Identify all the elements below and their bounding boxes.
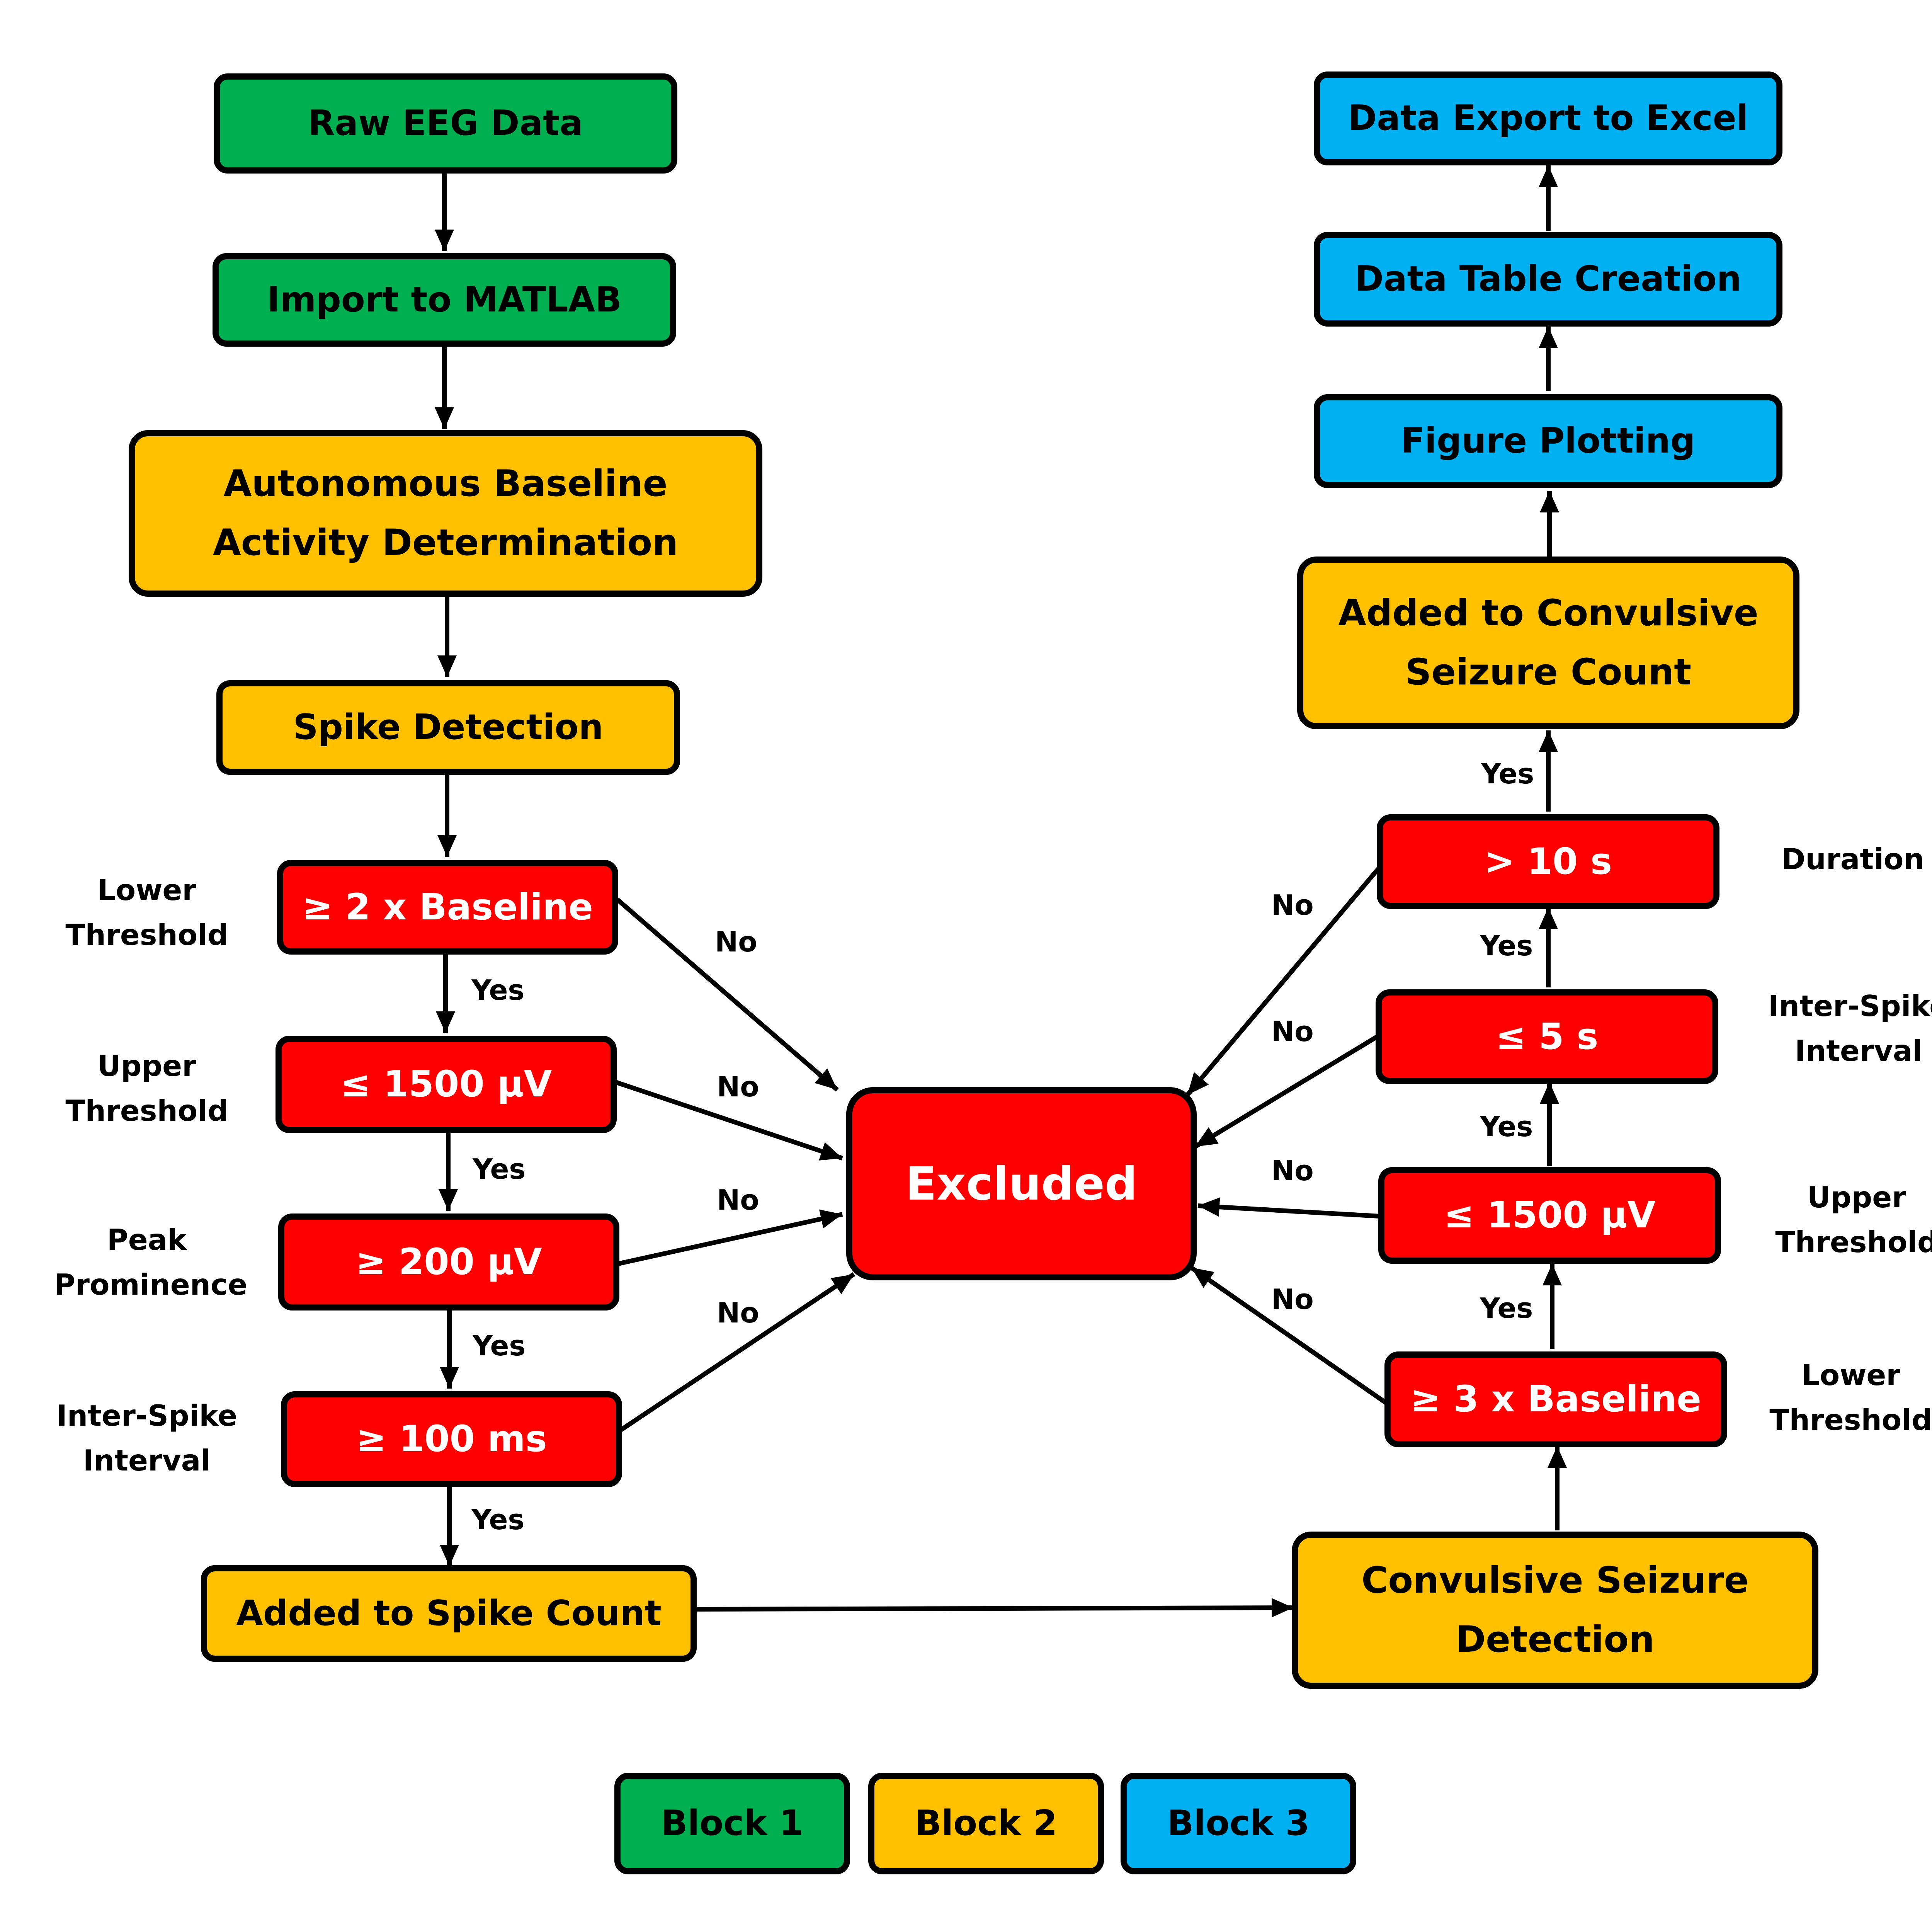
criterion-label-left-isi: Inter-Spike Interval — [56, 1399, 238, 1478]
yes-label: Yes — [473, 1153, 526, 1185]
isi-left-value: ≥ 100 ms — [356, 1418, 547, 1460]
peak-prominence-box: ≥ 200 µV — [278, 1213, 619, 1311]
arrow-no-upper-left — [615, 1080, 843, 1161]
arrow-no-peak — [617, 1209, 843, 1266]
no-label: No — [1271, 1015, 1314, 1048]
legend-block-1-label: Block 1 — [661, 1803, 804, 1844]
spike-detection-box: Spike Detection — [216, 680, 680, 775]
data-export-box: Data Export to Excel — [1314, 71, 1782, 165]
data-table-label: Data Table Creation — [1355, 259, 1742, 300]
isi-right-value: ≤ 5 s — [1495, 1015, 1599, 1058]
import-matlab-box: Import to MATLAB — [213, 253, 676, 347]
criterion-label-left-upper: Upper Threshold — [65, 1049, 228, 1128]
arrow-no-isi-left — [619, 1272, 855, 1432]
figure-plotting-label: Figure Plotting — [1401, 420, 1696, 461]
yes-label: Yes — [1480, 929, 1533, 962]
arrow-count-to-convulsive — [695, 1598, 1294, 1618]
criterion-label-right-upper: Upper Threshold — [1775, 1180, 1932, 1259]
upper-threshold-right-box: ≤ 1500 µV — [1378, 1167, 1721, 1264]
lower-threshold-left-value: ≥ 2 x Baseline — [302, 886, 593, 928]
arrow-no-lower-left — [616, 897, 839, 1092]
criterion-label-right-lower: Lower Threshold — [1769, 1358, 1932, 1437]
lower-threshold-right-value: ≥ 3 x Baseline — [1410, 1378, 1701, 1421]
seizure-count-label: Added to Convulsive Seizure Count — [1338, 592, 1759, 693]
yes-label: Yes — [473, 1329, 526, 1362]
criterion-label-right-duration: Duration — [1781, 842, 1924, 876]
baseline-determination-box: Autonomous Baseline Activity Determinati… — [129, 430, 762, 597]
raw-eeg-data-box: Raw EEG Data — [214, 73, 677, 174]
convulsive-detection-label: Convulsive Seizure Detection — [1361, 1559, 1749, 1661]
yes-label: Yes — [471, 974, 525, 1006]
legend-block-3-label: Block 3 — [1167, 1803, 1310, 1844]
upper-threshold-left-value: ≤ 1500 µV — [340, 1063, 552, 1106]
data-export-label: Data Export to Excel — [1348, 98, 1748, 139]
upper-threshold-left-box: ≤ 1500 µV — [276, 1036, 617, 1133]
arrow-no-isi-right — [1194, 1035, 1378, 1149]
raw-eeg-data-label: Raw EEG Data — [308, 103, 583, 144]
no-label: No — [717, 1184, 759, 1216]
isi-right-box: ≤ 5 s — [1376, 989, 1718, 1084]
spike-detection-label: Spike Detection — [293, 707, 604, 748]
legend-block-2-label: Block 2 — [915, 1803, 1058, 1844]
arrow-no-upper-right — [1197, 1197, 1380, 1219]
figure-plotting-box: Figure Plotting — [1314, 394, 1782, 488]
legend-block-3: Block 3 — [1121, 1773, 1356, 1874]
data-table-box: Data Table Creation — [1314, 232, 1782, 327]
no-label: No — [1271, 1283, 1314, 1316]
yes-label: Yes — [1481, 757, 1534, 790]
import-matlab-label: Import to MATLAB — [267, 279, 622, 320]
yes-label: Yes — [1480, 1110, 1533, 1143]
excluded-box: Excluded — [846, 1087, 1197, 1280]
baseline-determination-label: Autonomous Baseline Activity Determinati… — [213, 463, 679, 564]
legend-block-2: Block 2 — [868, 1773, 1104, 1874]
criterion-label-left-peak: Peak Prominence — [54, 1223, 248, 1302]
upper-threshold-right-value: ≤ 1500 µV — [1444, 1194, 1656, 1237]
arrow-no-duration — [1185, 867, 1380, 1096]
no-label: No — [715, 926, 757, 958]
criterion-label-left-lower: Lower Threshold — [65, 873, 228, 952]
excluded-label: Excluded — [905, 1157, 1138, 1210]
no-label: No — [1271, 1154, 1314, 1187]
criterion-label-right-isi: Inter-Spike Interval — [1768, 989, 1932, 1068]
convulsive-detection-box: Convulsive Seizure Detection — [1292, 1532, 1818, 1689]
arrow-no-lower-right — [1190, 1266, 1388, 1405]
duration-box: > 10 s — [1377, 814, 1719, 909]
legend-block-1: Block 1 — [614, 1773, 850, 1874]
no-label: No — [717, 1071, 759, 1103]
lower-threshold-left-box: ≥ 2 x Baseline — [277, 860, 618, 955]
yes-label: Yes — [1480, 1292, 1533, 1324]
no-label: No — [717, 1297, 759, 1329]
yes-label: Yes — [471, 1503, 525, 1536]
no-label: No — [1271, 889, 1314, 921]
peak-prominence-value: ≥ 200 µV — [355, 1241, 542, 1283]
duration-value: > 10 s — [1484, 840, 1612, 883]
spike-count-box: Added to Spike Count — [201, 1565, 697, 1662]
isi-left-box: ≥ 100 ms — [281, 1391, 622, 1487]
spike-count-label: Added to Spike Count — [236, 1593, 662, 1634]
lower-threshold-right-box: ≥ 3 x Baseline — [1384, 1351, 1727, 1447]
seizure-count-box: Added to Convulsive Seizure Count — [1297, 557, 1799, 729]
